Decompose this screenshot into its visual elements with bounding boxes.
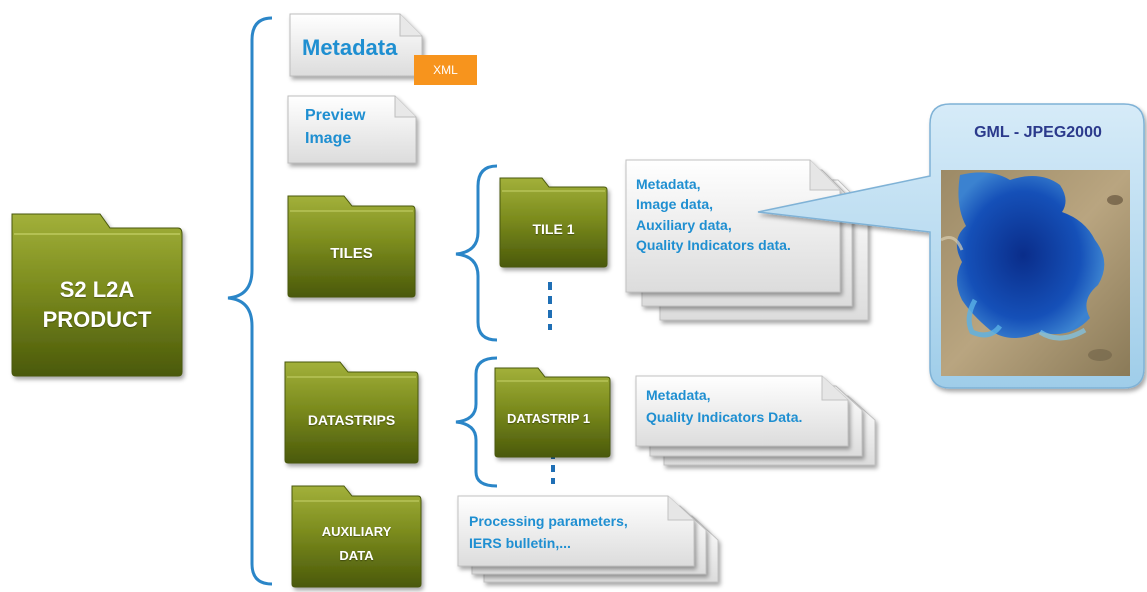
preview-label: Preview Image: [305, 104, 365, 150]
tile-doc-line: Auxiliary data,: [636, 216, 732, 233]
datastrip-doc-line: Quality Indicators Data.: [646, 409, 803, 426]
datastrips-folder-icon: [284, 361, 419, 464]
tiles-label: TILES: [330, 244, 373, 262]
datastrip1-folder-icon: [494, 367, 611, 458]
satellite-image: [940, 170, 1130, 376]
tile-doc-line: Quality Indicators data.: [636, 236, 791, 253]
tile1-label: TILE 1: [532, 220, 575, 237]
preview-document-icon: [287, 95, 417, 164]
tiles-bracket: [455, 164, 498, 342]
callout-title: GML - JPEG2000: [974, 124, 1102, 141]
tiles-folder-icon: [287, 195, 416, 298]
root-folder-icon: [11, 213, 183, 377]
metadata-label: Metadata: [302, 35, 398, 60]
xml-badge: [414, 55, 477, 85]
tile1-folder-icon: [499, 177, 608, 268]
auxiliary-label-line1: AUXILIARY: [321, 524, 392, 540]
auxiliary-label: AUXILIARY DATA: [292, 501, 421, 587]
datastrip-doc-line: Metadata,: [646, 387, 711, 403]
auxiliary-document-stack: [457, 495, 719, 583]
auxiliary-label-line2: DATA: [339, 548, 374, 563]
auxiliary-folder-icon: [291, 485, 422, 588]
tile-doc-line: Image data,: [636, 196, 714, 213]
root-label: S2 L2A PRODUCT: [12, 234, 182, 376]
tile-doc-text: Metadata, Image data, Auxiliary data, Qu…: [636, 174, 791, 255]
tile-doc-line: Metadata,: [636, 176, 701, 192]
auxiliary-doc-line: Processing parameters,: [469, 513, 628, 529]
datastrips-bracket: [455, 356, 498, 488]
auxiliary-doc-line: IERS bulletin,...: [469, 535, 571, 552]
datastrip-doc-text: Metadata, Quality Indicators Data.: [646, 384, 802, 429]
xml-badge-label: XML: [433, 62, 458, 77]
preview-label-line1: Preview: [305, 107, 366, 124]
root-label-line1: S2 L2A: [59, 277, 135, 303]
datastrip1-label: DATASTRIP 1: [507, 411, 591, 427]
auxiliary-doc-text: Processing parameters, IERS bulletin,...: [469, 510, 628, 555]
root-label-line2: PRODUCT: [42, 307, 152, 332]
main-bracket: [227, 16, 273, 586]
preview-label-line2: Image: [305, 130, 352, 148]
metadata-document-icon: [289, 13, 423, 77]
datastrip-document-stack: [635, 375, 876, 466]
datastrips-label: DATASTRIPS: [307, 411, 396, 428]
